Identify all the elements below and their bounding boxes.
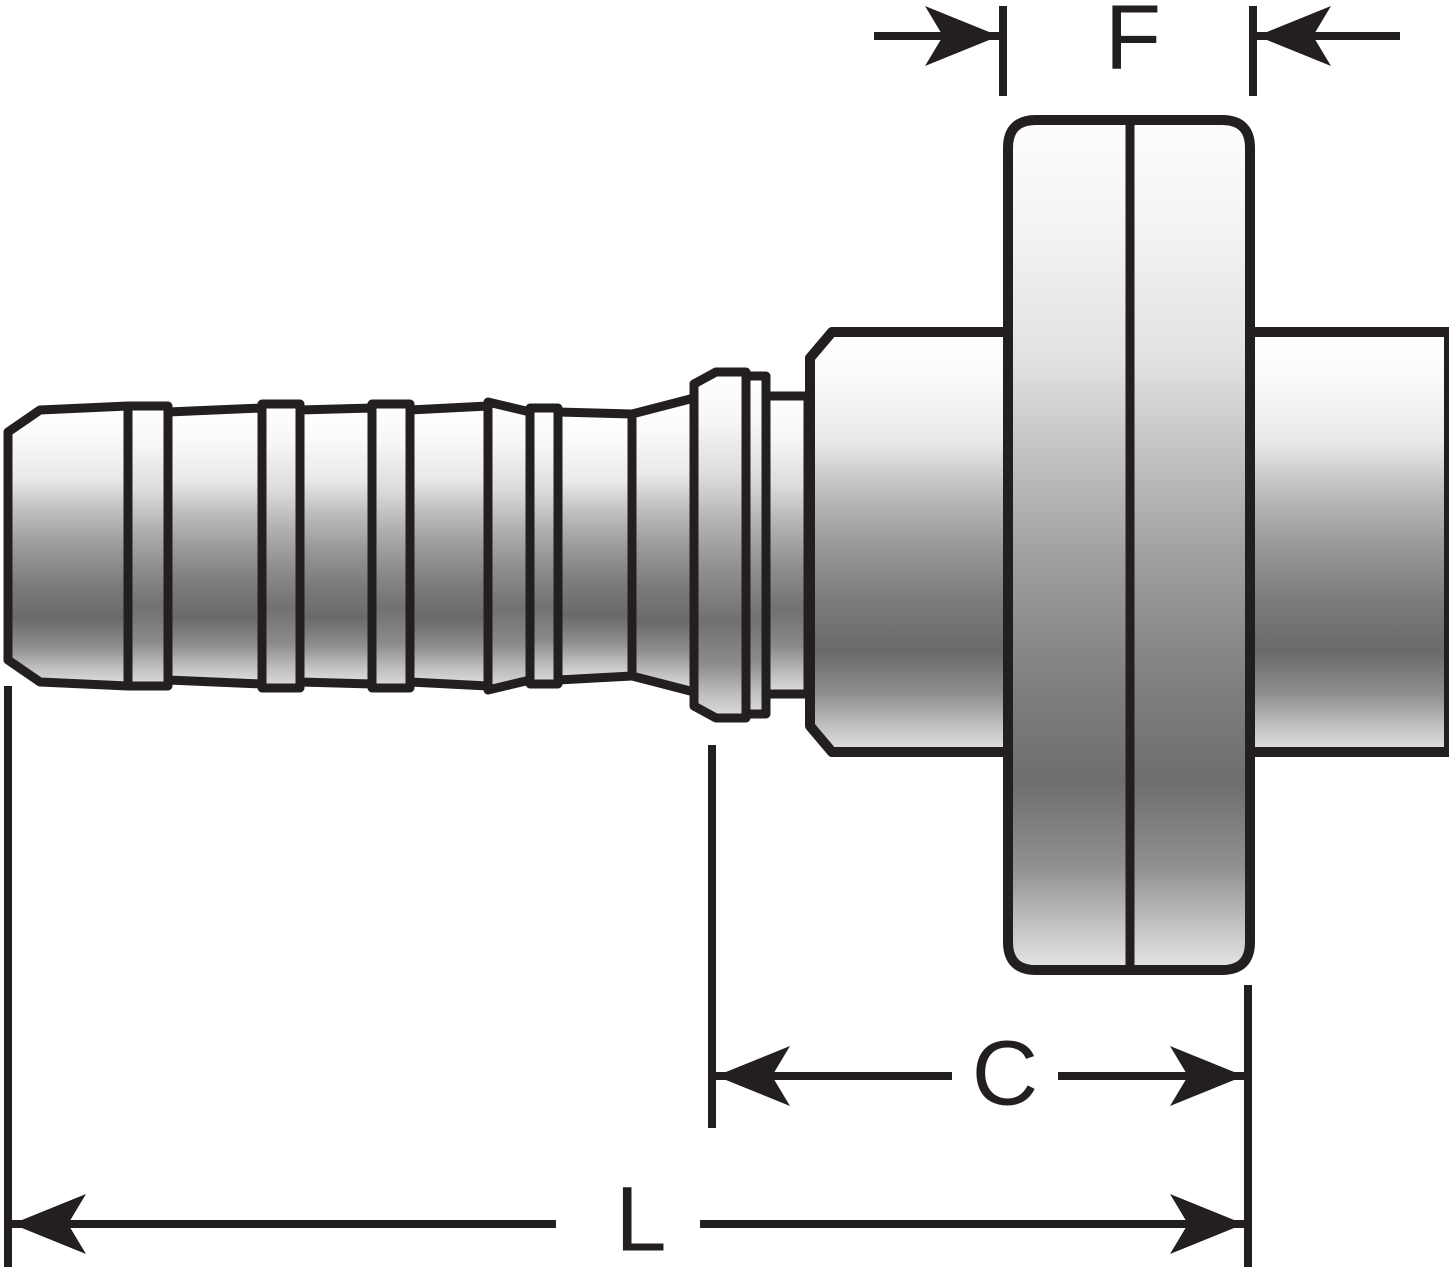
f-dimension-group: F — [874, 0, 1400, 96]
barbed-hose-stem — [3, 393, 699, 697]
f-dimension-label: F — [1105, 0, 1161, 88]
coupling-body — [805, 327, 1017, 757]
outlet-spigot — [1243, 327, 1449, 757]
split-flange-head — [1003, 115, 1255, 975]
l-dimension-label: L — [615, 1168, 666, 1267]
l-dimension-group: L — [4, 686, 1252, 1267]
ferrule-collar — [689, 367, 813, 723]
c-dimension-group: C — [708, 745, 1252, 1128]
c-dimension-label: C — [972, 1022, 1038, 1124]
